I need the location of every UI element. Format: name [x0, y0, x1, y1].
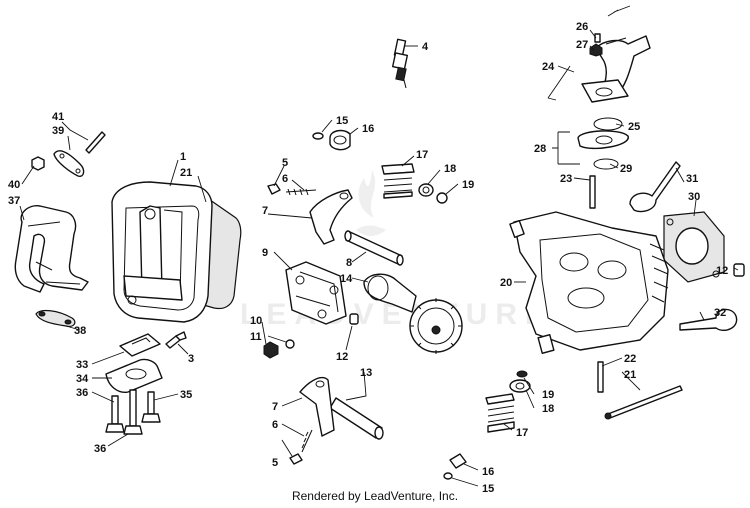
callout-24: 24: [542, 61, 555, 73]
spring-retainer-icon: [509, 370, 531, 393]
callout-15: 15: [336, 115, 348, 127]
callout-10: 10: [250, 315, 262, 327]
callout-13: 13: [360, 367, 372, 379]
callout-14: 14: [340, 273, 353, 285]
callout-9: 9: [262, 247, 268, 259]
exhaust-bracket-icon: [14, 205, 89, 293]
callout-12b: 12: [716, 265, 728, 277]
stud-icon: [85, 131, 106, 154]
bolt-icon: [589, 33, 603, 57]
cylinder-head-cover-icon: [111, 181, 242, 323]
adjuster-screw-icon: [289, 429, 313, 465]
adjuster-screw-icon: [267, 183, 317, 196]
pin-icon: [589, 175, 596, 209]
callout-39: 39: [52, 125, 64, 137]
breather-plate-icon: [119, 333, 161, 357]
callout-labels: 1 21 3 4 5 5 6 6 7 7 8 9 10 11 12 12 13 …: [8, 21, 728, 495]
credit-caption: Rendered by LeadVenture, Inc.: [291, 489, 459, 503]
callout-17: 17: [416, 149, 428, 161]
callout-25: 25: [628, 121, 640, 133]
valve-icon: [679, 308, 738, 332]
callout-35: 35: [180, 389, 192, 401]
valve-spring-icon: [485, 393, 515, 433]
callout-33: 33: [76, 359, 88, 371]
cylinder-head-icon: [509, 211, 669, 354]
stud-icon: [597, 361, 683, 420]
cam-sprocket-icon: [409, 298, 463, 354]
callout-19b: 19: [542, 389, 554, 401]
callout-1: 1: [180, 151, 186, 163]
callout-6b: 6: [272, 419, 278, 431]
callout-38: 38: [74, 325, 86, 337]
callout-16: 16: [362, 123, 374, 135]
spring-retainer-icon: [418, 183, 448, 204]
valve-spring-icon: [381, 163, 415, 199]
callout-5b: 5: [272, 457, 278, 469]
callout-22: 22: [624, 353, 636, 365]
callout-7: 7: [262, 205, 268, 217]
callout-32: 32: [714, 307, 726, 319]
nut-icon: [263, 339, 295, 359]
bolt-icon: [165, 331, 187, 349]
callout-7b: 7: [272, 401, 278, 413]
callout-26: 26: [576, 21, 588, 33]
callout-23: 23: [560, 173, 572, 185]
callout-41: 41: [52, 111, 64, 123]
callout-18b: 18: [542, 403, 554, 415]
dowel-icon: [349, 313, 359, 325]
gasket-icon: [35, 309, 76, 327]
callout-21: 21: [624, 369, 636, 381]
callout-30: 30: [688, 191, 700, 203]
callout-20: 20: [500, 277, 512, 289]
callout-17b: 17: [516, 427, 528, 439]
callout-3: 3: [188, 353, 194, 365]
spark-plug-icon: [391, 38, 409, 89]
bolt-icon: [141, 391, 161, 423]
callout-40: 40: [8, 179, 20, 191]
dowel-icon: [733, 263, 745, 277]
callout-18: 18: [444, 163, 456, 175]
nut-icon: [31, 156, 45, 171]
callout-28: 28: [534, 143, 546, 155]
callout-29: 29: [620, 163, 632, 175]
callout-15b: 15: [482, 483, 494, 495]
callout-31: 31: [686, 173, 698, 185]
callout-6: 6: [282, 173, 288, 185]
callout-5: 5: [282, 157, 288, 169]
mount-plate-icon: [105, 358, 163, 393]
cylinder-gasket-icon: [663, 211, 725, 283]
rocker-arm-icon: [309, 189, 353, 245]
callout-36b: 36: [94, 443, 106, 455]
callout-16b: 16: [482, 466, 494, 478]
callout-36: 36: [76, 387, 88, 399]
callout-27: 27: [576, 39, 588, 51]
callout-19: 19: [462, 179, 474, 191]
intake-pipe-icon: [581, 35, 651, 103]
callout-4: 4: [422, 41, 429, 53]
callout-2: 21: [180, 167, 192, 179]
o-ring-icon: [593, 158, 619, 170]
valve-icon: [629, 161, 681, 213]
rocker-shaft-icon: [344, 230, 404, 266]
leader-lines: [19, 29, 739, 487]
rocker-shaft-icon: [329, 397, 384, 440]
cap-icon: [443, 453, 467, 480]
callout-34: 34: [76, 373, 89, 385]
callout-8: 8: [346, 257, 352, 269]
rocker-arm-icon: [299, 376, 335, 437]
o-ring-icon: [593, 117, 623, 131]
insulator-icon: [577, 130, 629, 150]
bolt-icon: [105, 389, 143, 435]
rocker-holder-icon: [285, 261, 347, 325]
callout-37: 37: [8, 195, 20, 207]
camshaft-icon: [363, 273, 417, 313]
callout-12: 12: [336, 351, 348, 363]
callout-11: 11: [250, 331, 262, 343]
retainer-plate-icon: [53, 150, 85, 177]
cap-icon: [312, 129, 351, 151]
